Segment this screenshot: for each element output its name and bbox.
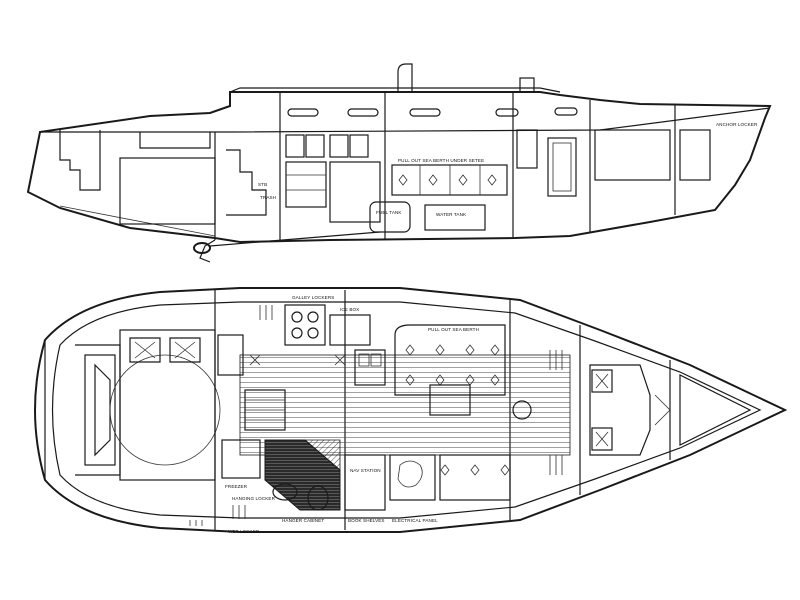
profile-view: PULL OUT SEA BERTH UNDER SETEE FUEL TANK… [26, 63, 772, 263]
plan-label-book-shelves: BOOK SHELVES [348, 518, 385, 523]
profile-hull [26, 91, 772, 244]
water-tank [424, 204, 486, 231]
plan-label-hanger-cabinet: HANGER CABINET [282, 518, 324, 523]
plan-label-hanging-locker: HANGING LOCKER [232, 496, 276, 501]
mast-step [519, 77, 535, 93]
plan-label-wet-locker: WET LOCKER [228, 529, 260, 534]
forward-cabin [589, 364, 752, 456]
portlights [287, 107, 578, 117]
galley-cabinets [285, 134, 381, 223]
profile-label-water-tank: WATER TANK [436, 212, 467, 217]
cockpit-plan [75, 329, 221, 481]
plan-label-ice-box: ICE BOX [340, 307, 359, 312]
plan-label-freezer: FREEZER [225, 484, 248, 489]
profile-label-stb: STB [258, 182, 267, 187]
propeller [193, 242, 211, 254]
plan-view: GALLEY LOCKERS ICE BOX FREEZER WET LOCKE… [34, 287, 788, 534]
settee-profile [391, 164, 508, 196]
fuel-tank [369, 201, 411, 233]
galley-plan [217, 304, 386, 386]
profile-label-pull-out-berth: PULL OUT SEA BERTH UNDER SETEE [398, 158, 484, 163]
profile-label-trash: TRASH [260, 195, 276, 200]
plan-label-pull-out-berth: PULL OUT SEA BERTH [428, 327, 479, 332]
plan-label-electrical-panel: ELECTRICAL PANEL [392, 518, 438, 523]
nav-area [344, 454, 511, 511]
saloon-settee [394, 324, 532, 420]
dorade-vent [397, 63, 413, 92]
plan-hull [34, 287, 788, 533]
profile-label-fuel-tank: FUEL TANK [376, 210, 402, 215]
profile-label-anchor-locker: ANCHOR LOCKER [716, 122, 758, 127]
plan-label-nav-station: NAV STATION [350, 468, 381, 473]
plan-label-galley-lockers: GALLEY LOCKERS [292, 295, 334, 300]
